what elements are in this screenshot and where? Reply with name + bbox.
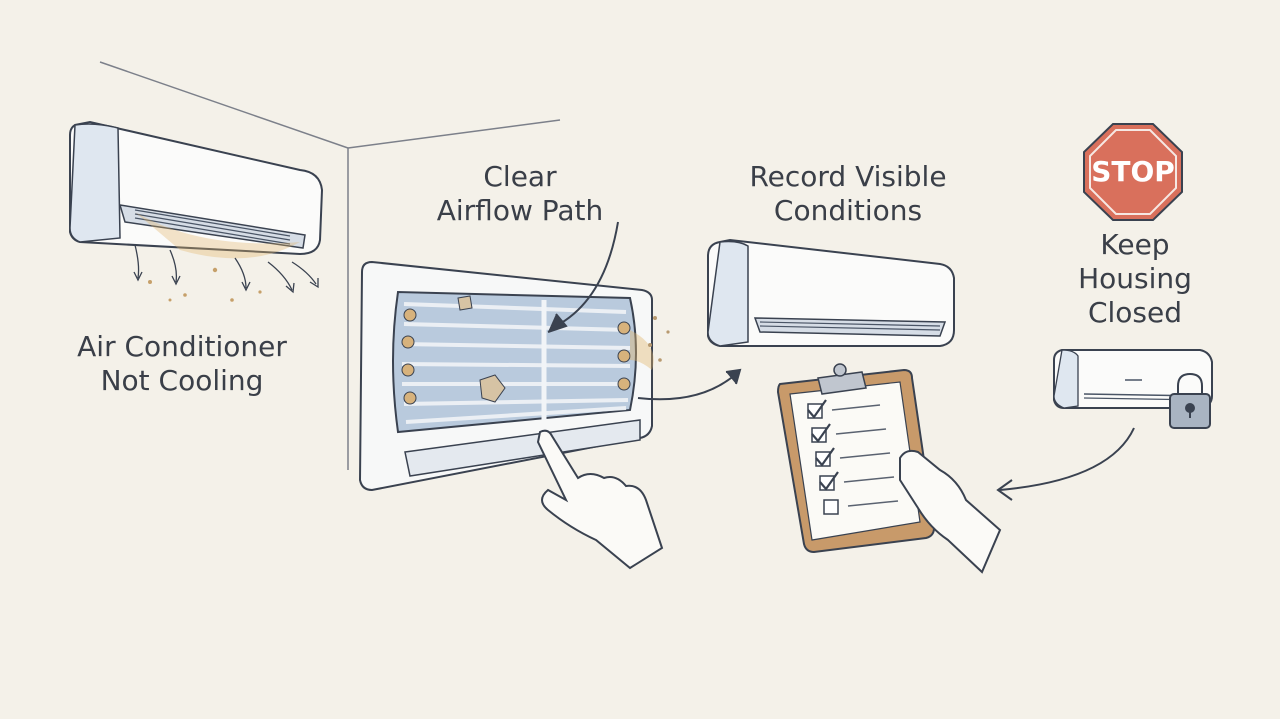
step-label-ac-not-cooling: Air Conditioner Not Cooling [62, 330, 302, 398]
pointing-hand-icon [536, 429, 664, 570]
stop-sign-icon [1083, 123, 1183, 221]
airflow-arrows [133, 244, 319, 294]
holding-hand-icon [899, 449, 1002, 574]
label-line: Airflow Path [436, 194, 604, 227]
label-line: Housing [1078, 262, 1192, 295]
label-line: Clear [483, 160, 557, 193]
label-line: Record Visible [749, 160, 947, 193]
label-line: Keep [1100, 228, 1170, 261]
label-line: Conditions [773, 194, 923, 227]
ac-unit-icon [69, 120, 324, 259]
padlock-icon [1169, 372, 1211, 429]
step-label-clear-airflow: Clear Airflow Path [420, 160, 620, 228]
clipboard-checklist-icon [776, 363, 936, 554]
filter-grille-icon [358, 260, 654, 492]
label-line: Not Cooling [100, 364, 264, 397]
step-label-record-conditions: Record Visible Conditions [728, 160, 968, 228]
stop-sign-text: STOP [1091, 155, 1175, 188]
room-corner-lines [99, 61, 561, 470]
label-line: Air Conditioner [77, 330, 287, 363]
step-label-keep-closed: Keep Housing Closed [1060, 228, 1210, 330]
dust-particles [148, 267, 262, 302]
arrow-to-filter [547, 221, 619, 333]
label-line: Closed [1087, 296, 1183, 329]
arrow-filter-to-record [637, 368, 742, 401]
dust-particles-filter [648, 316, 670, 362]
ac-unit-icon [707, 238, 955, 347]
arrow-to-record [996, 427, 1135, 501]
